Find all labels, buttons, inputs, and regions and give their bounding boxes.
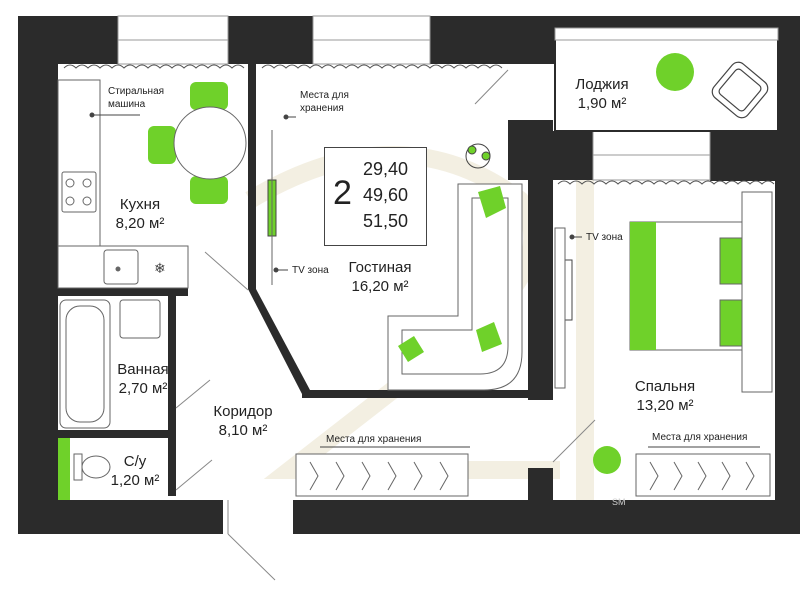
- curtains: [63, 64, 775, 185]
- cushion: [476, 322, 502, 352]
- storage-bedroom-label: Места для хранения: [652, 432, 748, 443]
- loggia-total-value: 51,50: [363, 211, 409, 231]
- rooms-count: 2: [333, 174, 352, 212]
- storage-corridor-label: Места для хранения: [326, 434, 422, 445]
- bedroom-lamp-icon: [593, 446, 621, 474]
- living-area: 16,20 м²: [351, 278, 409, 295]
- kitchen-area: 8,20 м²: [115, 215, 165, 232]
- loggia-area: [554, 27, 779, 132]
- doors: [175, 69, 596, 581]
- plant-icon: [465, 143, 491, 169]
- tv-living-label: TV зона: [292, 265, 329, 276]
- bed: [629, 191, 773, 393]
- bathroom-name: Ванная: [117, 361, 169, 378]
- storage-label-line1: Места для: [300, 90, 349, 101]
- walls: [18, 16, 800, 534]
- tv-bedroom-label: TV зона: [586, 232, 623, 243]
- washer-label-line1: Стиральная: [108, 86, 165, 97]
- total-area-value: 49,60: [363, 185, 409, 205]
- wc-name: С/у: [123, 453, 147, 470]
- living-area-value: 29,40: [363, 159, 409, 179]
- bathroom-area: 2,70 м²: [118, 380, 168, 397]
- toilet-icon: [73, 453, 111, 481]
- washer-label-line2: машина: [108, 99, 146, 110]
- cushion: [398, 336, 424, 362]
- wardrobe-corridor: [295, 453, 469, 497]
- sink: [119, 299, 161, 339]
- leader-lines: [89, 112, 760, 448]
- loggia-area: 1,90 м²: [577, 95, 627, 112]
- kitchen-furniture: [57, 79, 189, 289]
- corridor-area: 8,10 м²: [218, 422, 268, 439]
- living-name: Гостиная: [348, 259, 412, 276]
- cushion: [478, 186, 506, 218]
- snowflake-icon: ❄: [154, 261, 166, 277]
- bedroom-name: Спальня: [634, 378, 696, 395]
- wc-area: 1,20 м²: [110, 472, 160, 489]
- wardrobe-bedroom: [635, 453, 771, 497]
- bathtub: [59, 299, 111, 429]
- bedroom-area: 13,20 м²: [636, 397, 694, 414]
- area-summary-box: 2 29,40 49,60 51,50: [324, 147, 427, 246]
- corridor-name: Коридор: [213, 403, 273, 420]
- loggia-table-icon: [656, 53, 694, 91]
- loggia-name: Лоджия: [575, 76, 629, 93]
- watermark-text: SM: [612, 497, 626, 507]
- kitchen-name: Кухня: [119, 196, 161, 213]
- dining-table: [148, 82, 247, 204]
- storage-label-line2: хранения: [300, 103, 344, 114]
- armchair-icon: [711, 61, 769, 119]
- windows: [117, 15, 711, 181]
